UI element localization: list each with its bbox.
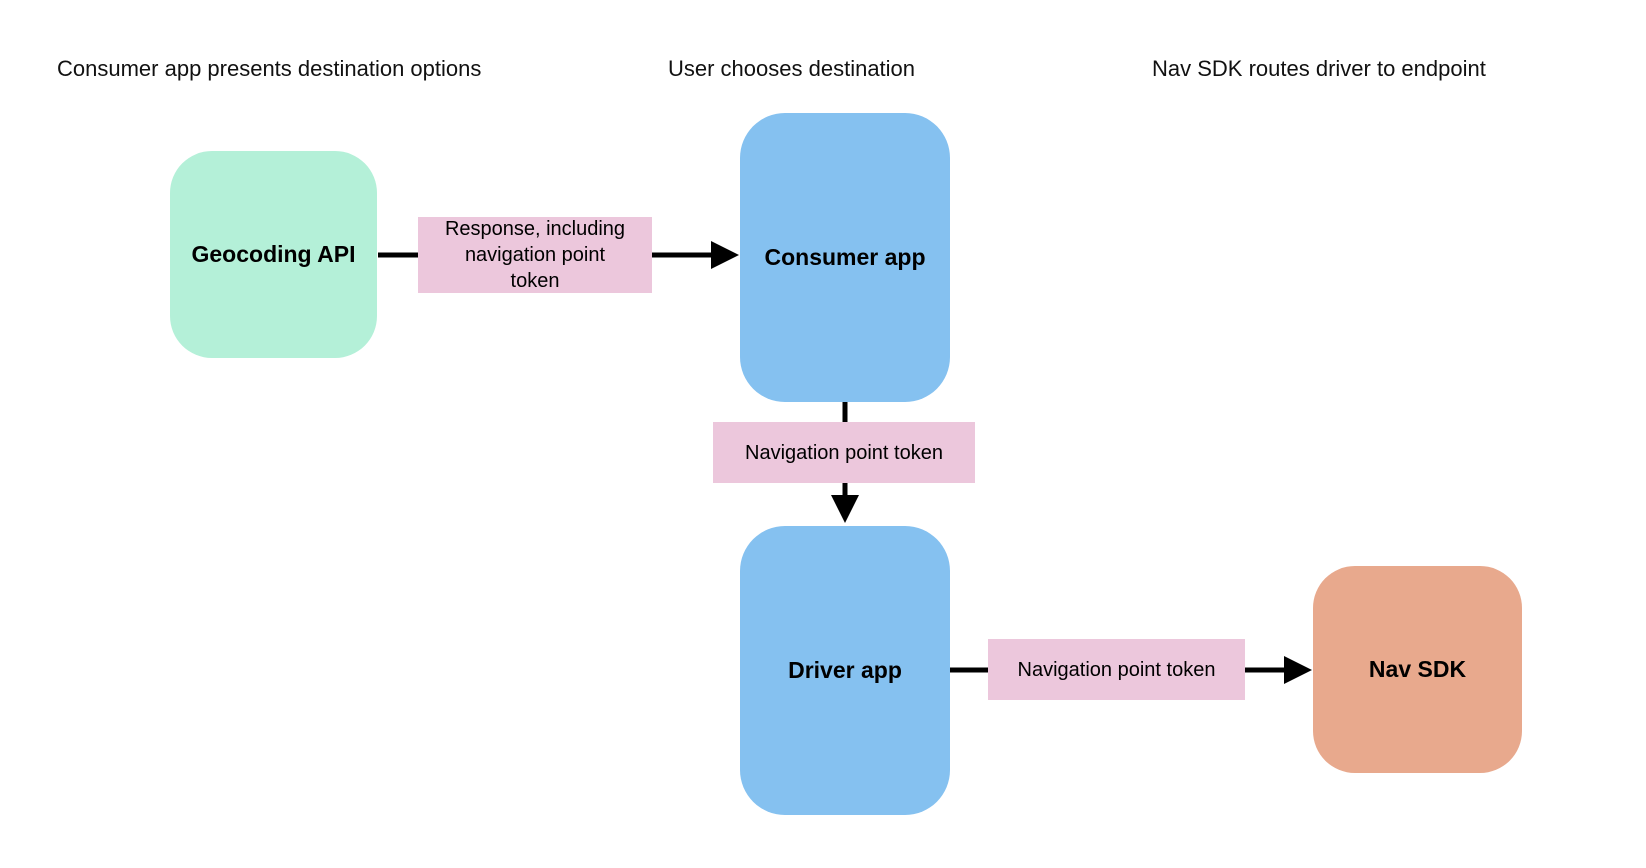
edge-label-response-including-token: Response, including navigation point tok… [418, 217, 652, 293]
column-header-nav-sdk-routes: Nav SDK routes driver to endpoint [1152, 56, 1486, 81]
node-consumer-app-label: Consumer app [764, 244, 926, 270]
node-nav-sdk: Nav SDK [1313, 566, 1522, 773]
node-driver-app-label: Driver app [788, 657, 902, 683]
edge-label-text: Response, including navigation point tok… [444, 218, 626, 292]
edge-label-text: Navigation point token [745, 441, 943, 464]
node-consumer-app: Consumer app [740, 113, 950, 402]
node-nav-sdk-label: Nav SDK [1368, 656, 1467, 682]
edge-label-text: Navigation point token [1017, 658, 1216, 681]
column-header-user-chooses: User chooses destination [668, 56, 916, 81]
node-driver-app: Driver app [740, 526, 950, 815]
edge-label-navigation-point-token-horizontal: Navigation point token [988, 639, 1245, 700]
edge-label-navigation-point-token-vertical: Navigation point token [713, 422, 975, 483]
node-geocoding-api-label: Geocoding API [191, 241, 356, 267]
node-geocoding-api: Geocoding API [170, 151, 377, 358]
column-header-consumer-presents: Consumer app presents destination option… [57, 56, 482, 81]
